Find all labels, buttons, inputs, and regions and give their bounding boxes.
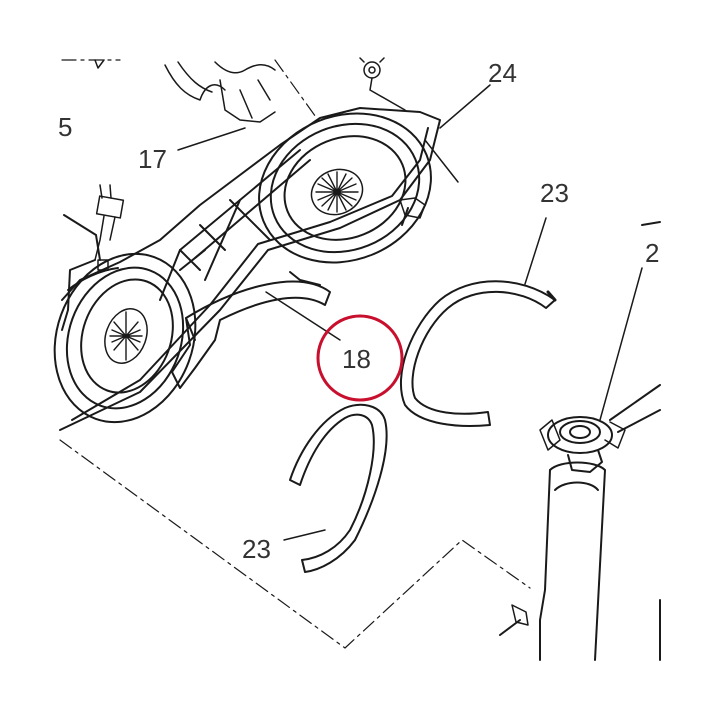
label-part-23-upper: 23 xyxy=(540,178,569,208)
label-part-24: 24 xyxy=(488,58,517,88)
assembly-boundary-lines xyxy=(59,59,531,649)
part-23-upper-seal xyxy=(400,280,557,427)
label-part-2-partial: 2 xyxy=(645,238,659,268)
wire-connector xyxy=(94,184,125,271)
label-part-18: 18 xyxy=(342,344,371,374)
leader-lines xyxy=(177,84,643,541)
label-part-5: 5 xyxy=(58,112,72,142)
left-speaker xyxy=(53,252,197,424)
right-speaker xyxy=(258,112,432,264)
grommet-top xyxy=(359,57,406,111)
part-23-lower-seal xyxy=(289,403,388,573)
label-part-23-lower: 23 xyxy=(242,534,271,564)
highlight-circle xyxy=(316,314,404,402)
side-column-assembly xyxy=(499,221,661,661)
label-part-17: 17 xyxy=(138,144,167,174)
part-18-seal-strip xyxy=(171,271,331,389)
speaker-bracket xyxy=(59,107,441,431)
top-hose-assembly xyxy=(94,59,276,123)
